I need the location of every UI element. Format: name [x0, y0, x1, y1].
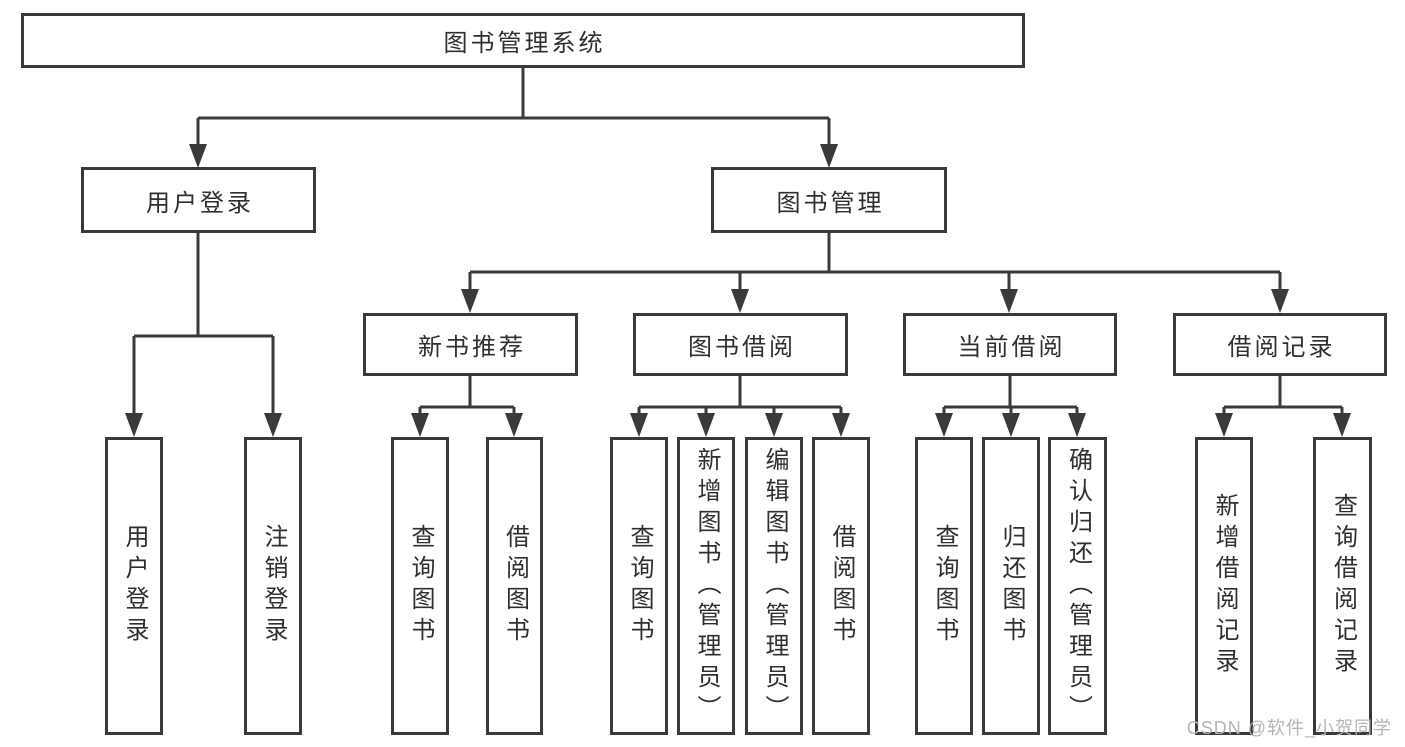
leaf-current-search-books: 查询图书	[915, 437, 973, 735]
leaf-recommend-borrow-books: 借阅图书	[486, 437, 543, 735]
node-new-book-recommend: 新书推荐	[363, 313, 578, 376]
tree-edges	[132, 66, 1344, 415]
leaf-add-borrow-record: 新增借阅记录	[1195, 437, 1253, 735]
leaf-borrow-books: 借阅图书	[812, 437, 870, 735]
node-library-system-root: 图书管理系统	[21, 13, 1025, 68]
node-label: 新书推荐	[418, 334, 526, 361]
leaf-search-borrow-record: 查询借阅记录	[1313, 437, 1372, 735]
leaf-edit-books-admin: 编辑图书（管理员）	[745, 437, 803, 735]
node-current-borrow: 当前借阅	[903, 313, 1117, 376]
node-label: 图书管理系统	[443, 30, 606, 57]
node-label: 图书借阅	[688, 334, 796, 361]
node-book-management: 图书管理	[711, 167, 947, 233]
node-label: 当前借阅	[957, 334, 1066, 361]
arrowheads	[125, 144, 1351, 437]
node-label: 借阅记录	[1227, 334, 1336, 361]
leaf-confirm-return-admin: 确认归还（管理员）	[1048, 437, 1107, 735]
node-label: 图书管理	[776, 189, 885, 217]
node-borrow-records: 借阅记录	[1173, 313, 1387, 376]
leaf-recommend-search-books: 查询图书	[391, 437, 449, 735]
leaf-logout-login: 注销登录	[244, 437, 302, 735]
leaf-user-login: 用户登录	[105, 437, 163, 735]
leaf-borrow-search-books: 查询图书	[610, 437, 668, 735]
node-book-borrow: 图书借阅	[633, 313, 848, 376]
leaf-return-books: 归还图书	[982, 437, 1040, 735]
node-user-login: 用户登录	[81, 167, 316, 233]
node-label: 用户登录	[146, 189, 254, 217]
csdn-watermark: CSDN @软件_小贺同学	[1186, 718, 1392, 738]
leaf-add-books-admin: 新增图书（管理员）	[677, 437, 735, 735]
